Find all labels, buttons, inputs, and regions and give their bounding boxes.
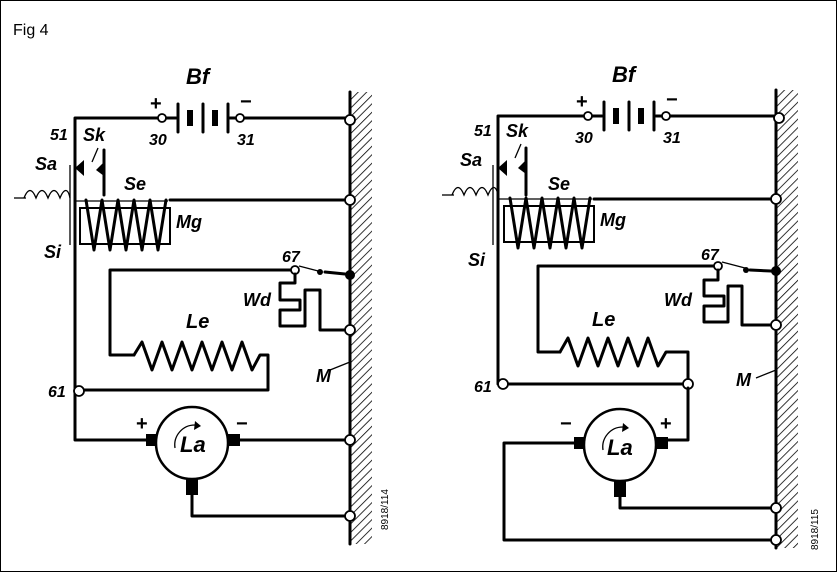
terminal-ground-4 xyxy=(770,502,782,514)
relay-coil xyxy=(75,198,171,252)
label-sa: Sa xyxy=(460,150,482,170)
terminal-ground-1 xyxy=(344,114,356,126)
wire-61 xyxy=(73,248,152,442)
terminal-ground-5 xyxy=(770,534,782,546)
left-circuit: Bf + − 30 31 51 Sk Sa Se Mg Si 67 Wd Le … xyxy=(14,64,391,546)
label-le: Le xyxy=(592,309,615,331)
battery-wire-plus xyxy=(73,116,164,132)
figure-title: Fig 4 xyxy=(13,22,49,39)
label-bf: Bf xyxy=(186,64,212,89)
label-61: 61 xyxy=(48,384,66,401)
label-m: M xyxy=(316,366,332,386)
label-battery-plus: + xyxy=(150,93,162,115)
field-coil-le xyxy=(78,340,270,392)
battery-wire-plus xyxy=(496,114,590,132)
label-battery-minus: − xyxy=(666,89,678,111)
terminal-ground-2 xyxy=(770,193,782,205)
label-battery-minus: − xyxy=(240,91,252,113)
label-sa: Sa xyxy=(35,154,57,174)
ground-bar xyxy=(776,90,798,548)
right-circuit: Bf + − 30 31 51 Sk Sa Se Mg Si 67 Wd Le … xyxy=(442,62,821,550)
spring-sa xyxy=(23,189,71,200)
label-30: 30 xyxy=(575,130,593,147)
battery-symbol xyxy=(160,102,242,134)
label-si: Si xyxy=(468,250,486,270)
lamp-wire-bottom xyxy=(618,495,778,510)
label-battery-plus: + xyxy=(576,91,588,113)
label-mg: Mg xyxy=(176,212,202,232)
label-se: Se xyxy=(548,174,570,194)
label-67: 67 xyxy=(282,249,301,266)
terminal-ground-5 xyxy=(344,510,356,522)
battery-symbol xyxy=(586,100,668,132)
label-61: 61 xyxy=(474,379,492,396)
stamp-right: 8918/115 xyxy=(810,509,821,550)
field-wire-top xyxy=(108,268,297,357)
switch-contacts xyxy=(14,128,106,252)
label-31: 31 xyxy=(663,130,681,147)
lamp-wire-left xyxy=(502,441,778,542)
terminal-30 xyxy=(583,111,593,121)
label-51: 51 xyxy=(474,123,492,140)
label-67: 67 xyxy=(701,247,720,264)
label-se: Se xyxy=(124,174,146,194)
label-la: La xyxy=(607,435,633,460)
terminal-ground-1 xyxy=(773,112,785,124)
label-sk: Sk xyxy=(506,121,529,141)
field-coil-le xyxy=(501,336,690,386)
terminal-ground-3 xyxy=(770,319,782,331)
label-m: M xyxy=(736,370,752,390)
terminal-ground-4 xyxy=(344,434,356,446)
lamp-arrow-icon xyxy=(602,426,624,451)
label-la: La xyxy=(180,432,206,457)
terminal-31 xyxy=(661,111,671,121)
label-sk: Sk xyxy=(83,125,106,145)
lamp-arrow-icon xyxy=(174,424,196,449)
resistor-wd xyxy=(278,272,352,332)
relay-coil xyxy=(498,196,595,250)
terminal-61 xyxy=(497,378,509,390)
lamp-wire-bottom xyxy=(190,493,352,518)
label-30: 30 xyxy=(149,132,167,149)
resistor-wd xyxy=(702,268,778,327)
label-31: 31 xyxy=(237,132,255,149)
label-mg: Mg xyxy=(600,210,626,230)
label-lamp-left-sign: + xyxy=(136,413,148,435)
label-lamp-right-sign: − xyxy=(236,413,248,435)
label-si: Si xyxy=(44,242,62,262)
spring-sa xyxy=(451,186,499,197)
label-lamp-right-sign: + xyxy=(660,413,672,435)
stamp-left: 8918/114 xyxy=(380,489,391,530)
label-bf: Bf xyxy=(612,62,638,87)
terminal-ground-3 xyxy=(344,324,356,336)
label-lamp-left-sign: − xyxy=(560,413,572,435)
terminal-61 xyxy=(73,385,85,397)
label-wd: Wd xyxy=(664,290,693,310)
label-wd: Wd xyxy=(243,290,272,310)
terminal-30 xyxy=(157,113,167,123)
switch-contacts xyxy=(442,128,528,252)
terminal-ground-2 xyxy=(344,194,356,206)
label-51: 51 xyxy=(50,127,68,144)
terminal-31 xyxy=(235,113,245,123)
label-le: Le xyxy=(186,311,209,333)
ground-bar xyxy=(350,92,372,544)
field-wire-top xyxy=(536,264,720,354)
